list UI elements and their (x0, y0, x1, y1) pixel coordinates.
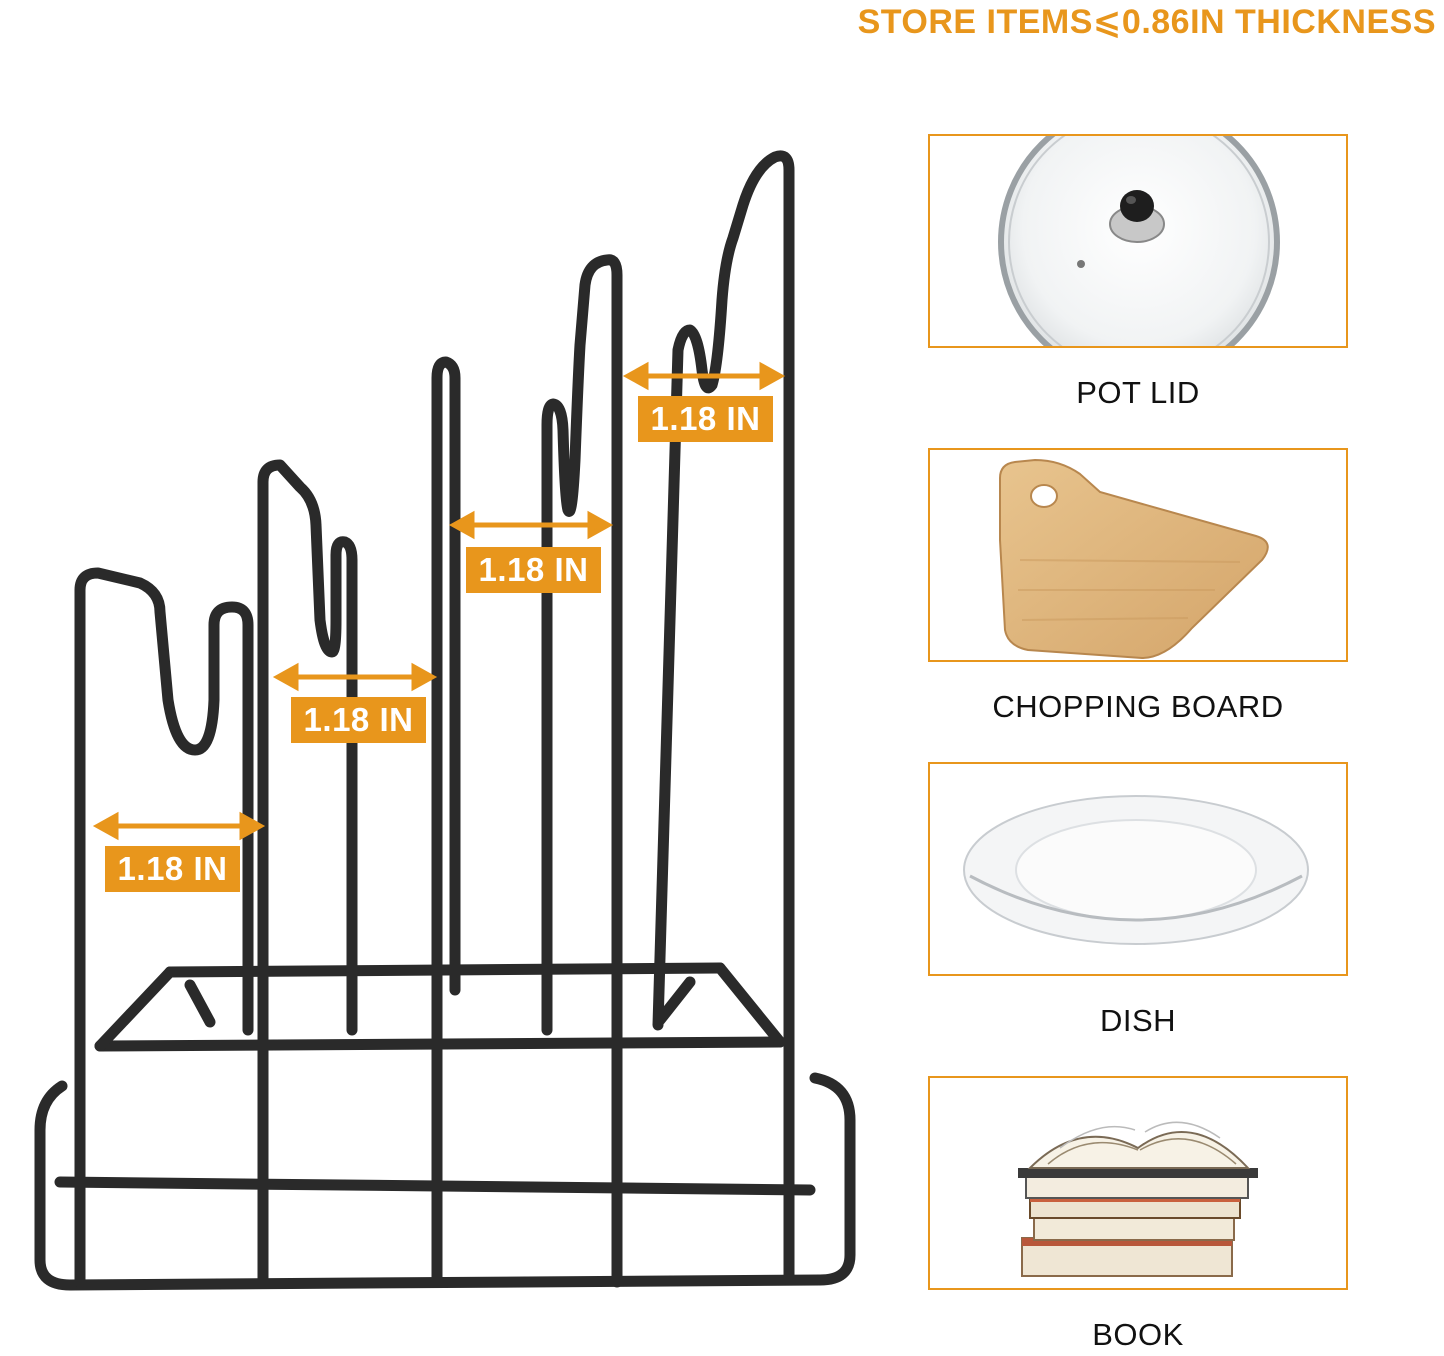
pot-lid-card (928, 134, 1348, 348)
item-caption: BOOK (1092, 1317, 1184, 1352)
book-card (928, 1076, 1348, 1290)
item-caption: POT LID (1076, 375, 1200, 410)
measurement-label: 1.18 IN (466, 547, 601, 593)
item-caption: CHOPPING BOARD (992, 689, 1284, 724)
item-caption: DISH (1099, 1003, 1177, 1038)
book-stack-icon (1018, 1121, 1258, 1277)
pot-lid-icon (998, 136, 1280, 346)
dish-card (928, 762, 1348, 976)
measurement-label: 1.18 IN (638, 396, 773, 442)
measurement-label: 1.18 IN (105, 846, 240, 892)
chopping-board-card (928, 448, 1348, 662)
pan-rack-image (34, 150, 856, 1291)
dish-icon (963, 795, 1309, 945)
chopping-board-icon (999, 458, 1269, 660)
headline: STORE ITEMS⩽0.86IN THICKNESS (857, 3, 1436, 41)
measurement-label: 1.18 IN (291, 697, 426, 743)
